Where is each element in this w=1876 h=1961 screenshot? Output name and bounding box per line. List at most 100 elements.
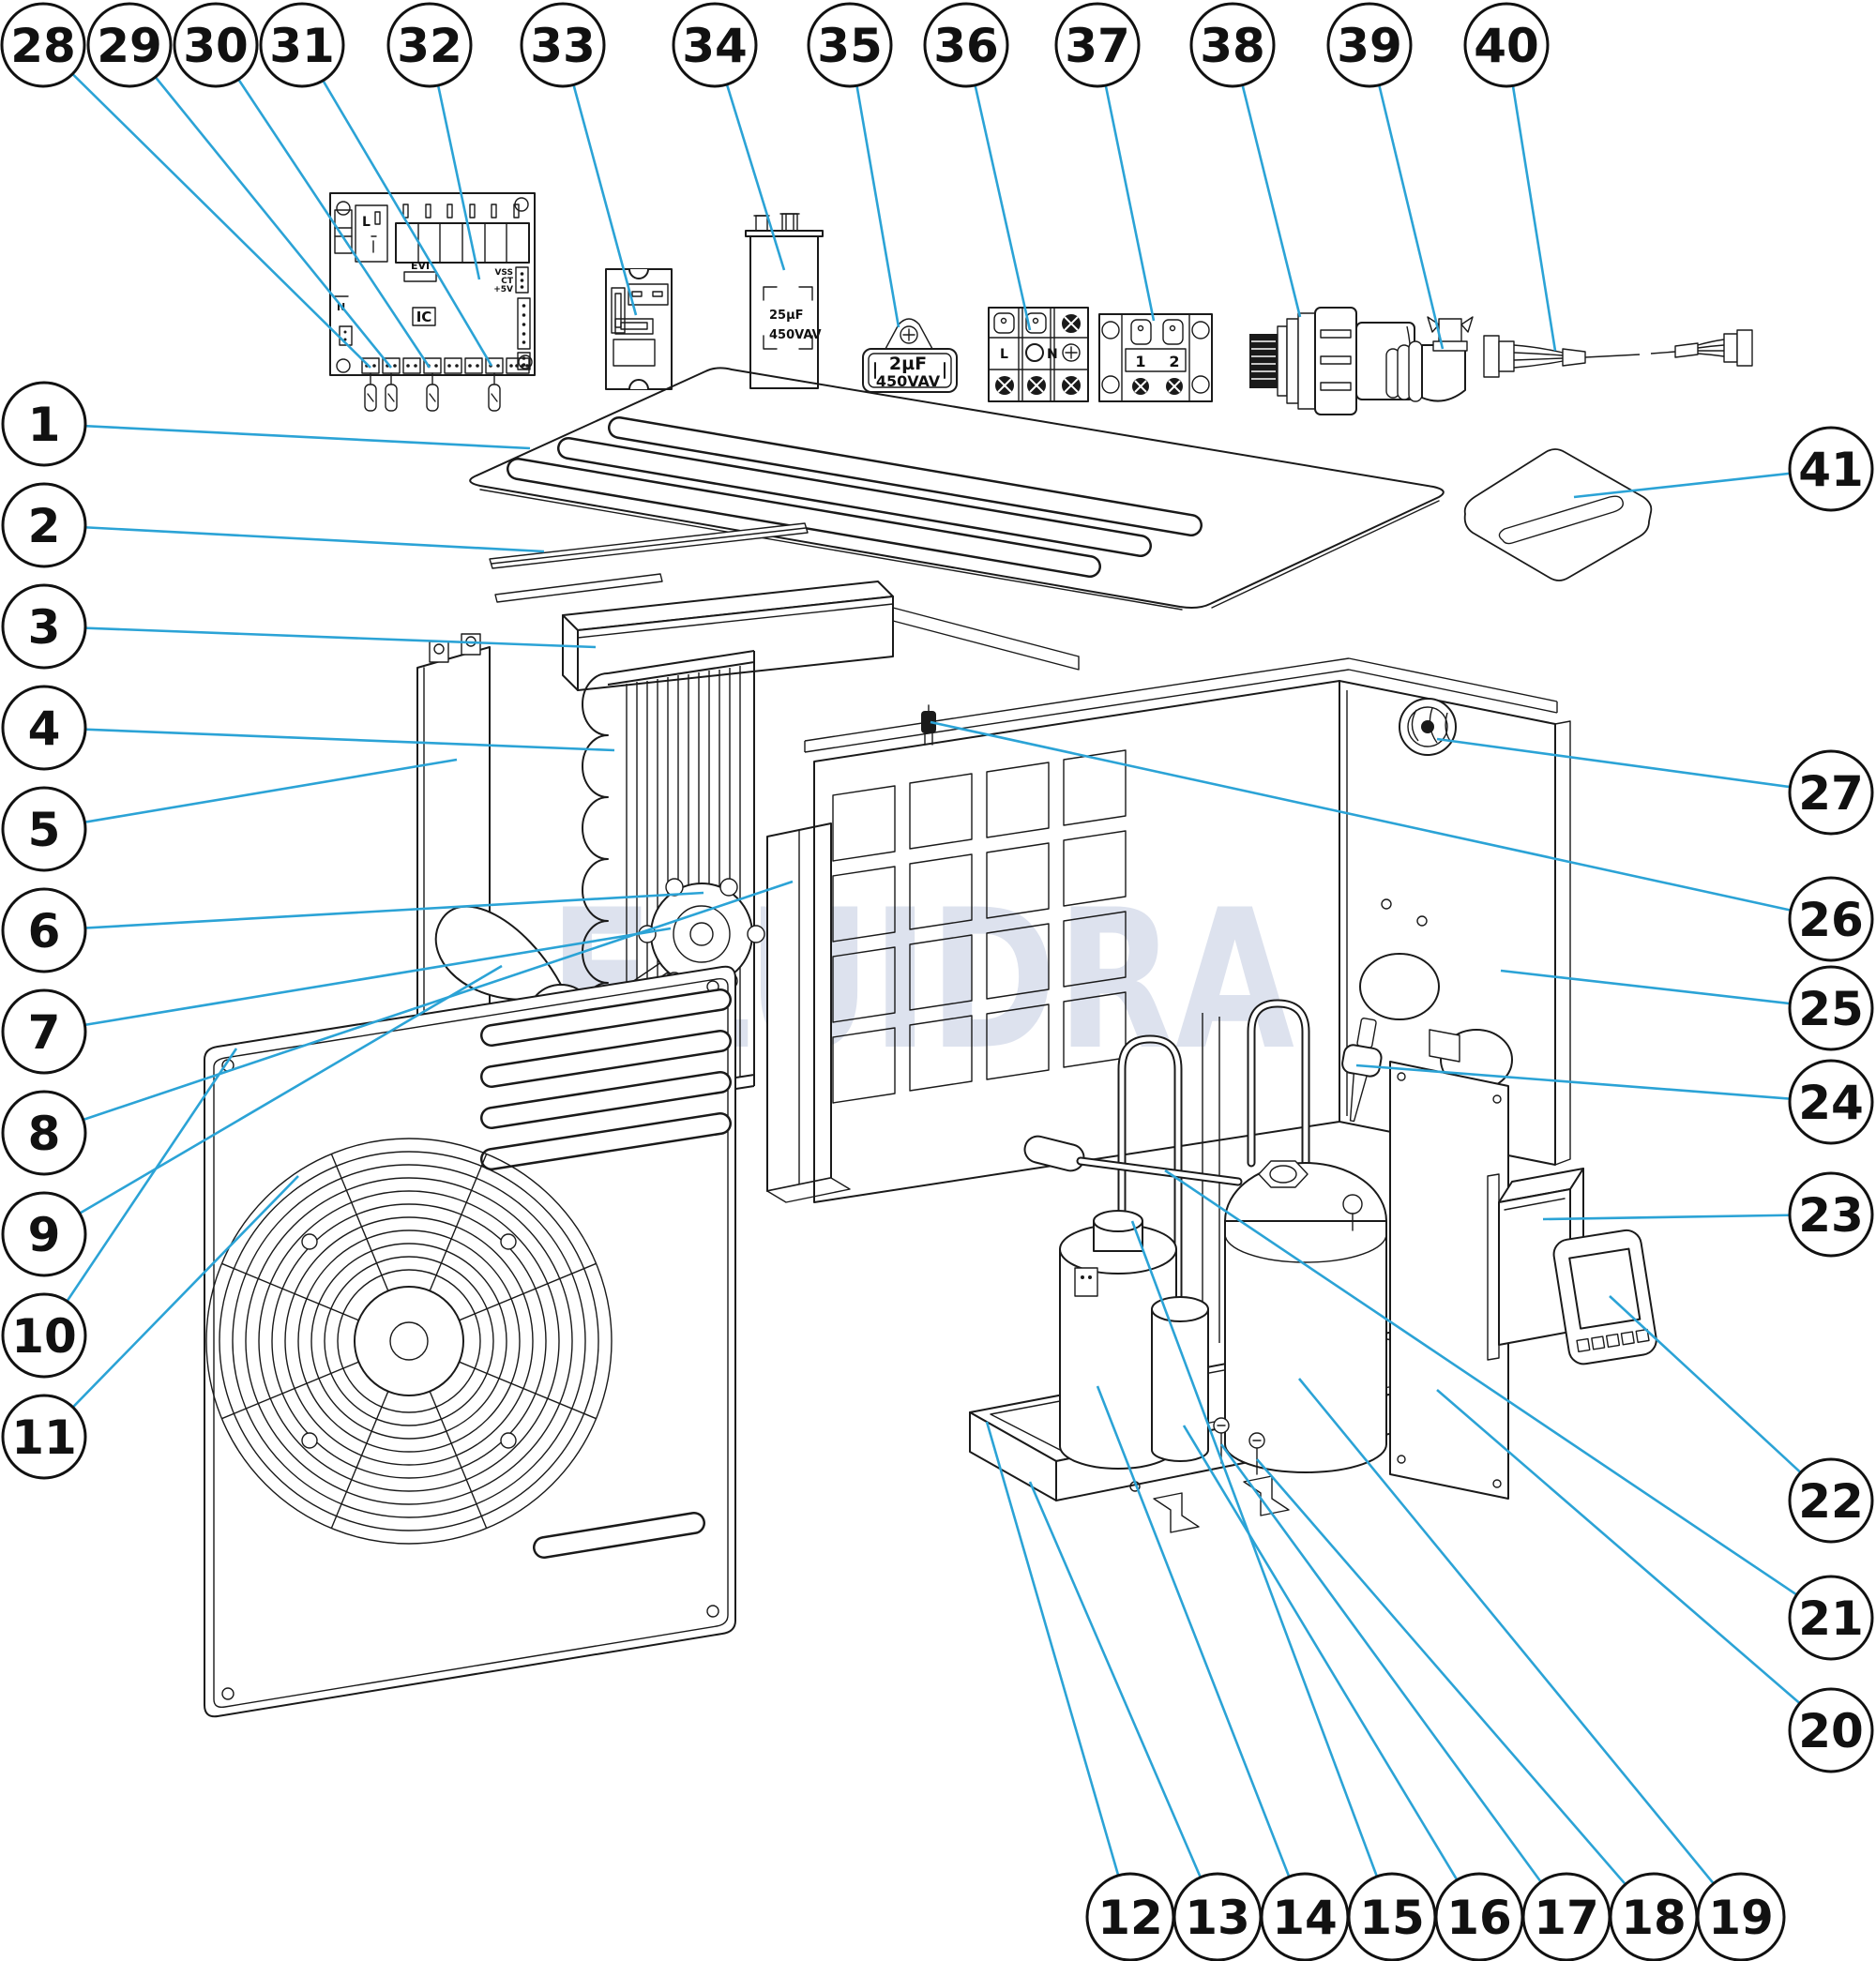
pcb-label-l: L — [362, 215, 371, 230]
callout-2 — [1, 482, 87, 568]
callout-number-2: 2 — [28, 499, 61, 553]
callout-41 — [1788, 426, 1874, 512]
callout-number-10: 10 — [11, 1309, 77, 1364]
leader-line-26 — [930, 720, 1832, 921]
callout-number-26: 26 — [1798, 893, 1864, 947]
callout-32 — [386, 2, 473, 88]
callout-number-22: 22 — [1798, 1474, 1864, 1529]
callout-number-32: 32 — [397, 19, 462, 73]
callout-number-27: 27 — [1798, 766, 1864, 821]
part-relay-module — [605, 268, 673, 390]
tb12-label-2: 2 — [1169, 353, 1179, 370]
callout-number-11: 11 — [11, 1410, 77, 1465]
callout-number-15: 15 — [1359, 1891, 1425, 1945]
callout-30 — [173, 2, 259, 88]
callout-9 — [1, 1191, 87, 1277]
callout-number-6: 6 — [28, 904, 61, 958]
callout-number-28: 28 — [10, 19, 76, 73]
leader-line-41 — [1573, 467, 1832, 499]
controller-button — [1605, 1333, 1621, 1348]
part-pressure-switch — [921, 704, 936, 746]
leader-line-6 — [43, 891, 704, 932]
part-capacitor-25uf: 25µF 450VAV — [745, 213, 824, 389]
callout-number-20: 20 — [1798, 1704, 1864, 1758]
controller-button — [1635, 1328, 1650, 1343]
callout-number-25: 25 — [1798, 982, 1864, 1036]
cap2-label-1: 2µF — [889, 354, 927, 374]
leader-line-25 — [1500, 969, 1832, 1010]
callout-1 — [1, 381, 87, 467]
callout-19 — [1696, 1872, 1786, 1961]
tbln-label-n: N — [1047, 347, 1058, 362]
cap2-label-2: 450VAV — [876, 372, 941, 390]
leader-line-21 — [1164, 1169, 1832, 1620]
leader-line-1 — [43, 422, 531, 450]
callout-number-23: 23 — [1798, 1188, 1864, 1243]
callout-number-8: 8 — [28, 1107, 61, 1161]
callout-3 — [1, 583, 87, 670]
part-right-rear-panel — [1339, 680, 1571, 1166]
leader-line-8 — [43, 880, 794, 1135]
callout-number-7: 7 — [28, 1005, 61, 1060]
leader-line-30 — [214, 44, 431, 369]
tbln-label-l: L — [1000, 347, 1008, 362]
callout-number-9: 9 — [28, 1208, 61, 1262]
part-top-tray — [562, 581, 1080, 691]
cap25-label-2: 450VAV — [769, 328, 822, 342]
callout-29 — [86, 2, 173, 88]
part-temp-sensor — [1341, 1018, 1383, 1123]
callout-28 — [0, 2, 86, 88]
callout-number-14: 14 — [1272, 1891, 1338, 1945]
leader-line-38 — [1231, 44, 1302, 318]
leader-line-3 — [43, 625, 597, 649]
callout-number-41: 41 — [1798, 443, 1864, 497]
leader-line-22 — [1609, 1295, 1832, 1501]
callout-10 — [1, 1292, 87, 1379]
leader-line-39 — [1368, 44, 1445, 350]
pcb-label-vss: VSS — [494, 268, 513, 278]
leader-line-37 — [1096, 44, 1156, 322]
callout-number-30: 30 — [183, 19, 249, 73]
leader-line-16 — [1182, 1425, 1481, 1918]
callout-number-12: 12 — [1097, 1891, 1163, 1945]
callout-31 — [259, 2, 345, 88]
callout-25 — [1788, 965, 1874, 1051]
pcb-label-ic: IC — [416, 309, 432, 325]
part-muffler — [1023, 1135, 1085, 1172]
callout-number-24: 24 — [1798, 1076, 1864, 1130]
leader-lines — [42, 44, 1832, 1918]
part-fan-grille — [205, 1138, 613, 1545]
callout-number-4: 4 — [28, 701, 61, 756]
pcb-label-5v: +5V — [493, 285, 513, 294]
leader-line-40 — [1505, 44, 1557, 352]
leader-line-20 — [1436, 1389, 1832, 1731]
callout-number-17: 17 — [1534, 1891, 1599, 1945]
leader-line-11 — [43, 1175, 299, 1438]
callout-number-39: 39 — [1337, 19, 1402, 73]
callout-number-5: 5 — [28, 803, 61, 857]
part-seal-strips — [489, 522, 809, 603]
pcb-label-evi: EVI — [411, 260, 430, 272]
leader-line-28 — [42, 44, 371, 369]
callout-11 — [1, 1394, 87, 1480]
callout-6 — [1, 887, 87, 973]
pcb-label-ct: CT — [501, 277, 514, 286]
leader-line-23 — [1542, 1213, 1832, 1221]
leader-line-19 — [1297, 1378, 1743, 1918]
leader-line-10 — [42, 1048, 238, 1336]
callout-20 — [1788, 1687, 1874, 1773]
leader-line-2 — [43, 523, 545, 553]
part-compressor-group — [1023, 999, 1387, 1475]
controller-button — [1620, 1331, 1635, 1346]
part-accumulator — [1224, 1160, 1387, 1473]
part-terminal-block-12: 1 2 — [1098, 313, 1213, 402]
callout-39 — [1326, 2, 1413, 88]
part-wiring-harness — [1483, 329, 1753, 378]
controller-button — [1591, 1335, 1606, 1350]
part-winter-cover — [1463, 448, 1653, 581]
leader-line-31 — [300, 44, 493, 367]
leader-line-33 — [561, 44, 638, 316]
leader-line-36 — [964, 44, 1032, 331]
callout-34 — [672, 2, 758, 88]
